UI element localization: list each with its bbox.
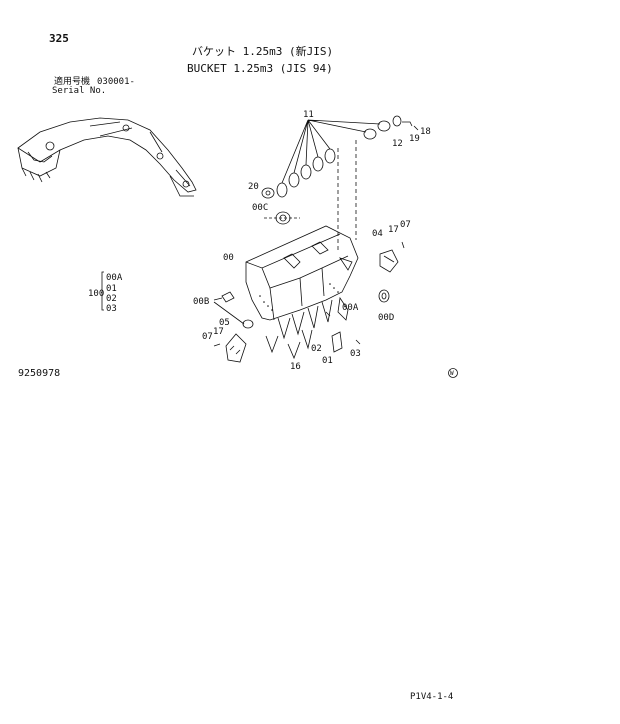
part-label-11: 11	[303, 110, 314, 120]
group-item: 01	[106, 284, 117, 294]
serial-label-english: Serial No.	[52, 86, 107, 96]
part-label-05: 05	[219, 318, 230, 328]
part-label-02: 02	[311, 344, 322, 354]
group-bracket	[101, 271, 104, 311]
figure-number: 9250978	[18, 368, 61, 379]
group-label: 100	[88, 289, 105, 299]
part-label-00c: 00C	[252, 203, 269, 213]
title-japanese: バケット 1.25m3 (新JIS)	[192, 45, 334, 58]
group-item: 00A	[106, 273, 123, 283]
side-parts	[213, 291, 254, 363]
part-label-18: 18	[420, 127, 431, 137]
part-label-00a: 00A	[342, 303, 359, 313]
part-label-04: 04	[372, 229, 383, 239]
group-item: 03	[106, 304, 117, 314]
part-label-17: 17	[388, 225, 399, 235]
part-label-19: 19	[409, 134, 420, 144]
title-english: BUCKET 1.25m3 (JIS 94)	[187, 62, 333, 75]
bucket-body	[245, 225, 359, 360]
group-item: 02	[106, 294, 117, 304]
page-code: P1V4-1-4	[410, 692, 454, 702]
part-label-00b: 00B	[193, 297, 210, 307]
serial-label-japanese: 適用号機	[54, 77, 91, 87]
washer-parts	[261, 187, 300, 225]
part-label-00: 00	[223, 253, 234, 263]
part-label-07: 07	[400, 220, 411, 230]
excavator-thumbnail	[17, 117, 197, 197]
part-label-07-left: 07	[202, 332, 213, 342]
footer-mark-circle	[448, 368, 458, 378]
tooth-point	[325, 311, 361, 353]
part-label-16: 16	[290, 362, 301, 372]
page-number: 325	[49, 32, 69, 45]
right-parts	[378, 241, 405, 303]
pin-ring-set	[276, 115, 419, 250]
footer-mark: W	[450, 370, 454, 377]
part-label-00d: 00D	[378, 313, 395, 323]
serial-value: 030001-	[97, 77, 135, 87]
part-label-03: 03	[350, 349, 361, 359]
part-label-17-left: 17	[213, 327, 224, 337]
part-label-20: 20	[248, 182, 259, 192]
part-label-01: 01	[322, 356, 333, 366]
part-label-12: 12	[392, 139, 403, 149]
